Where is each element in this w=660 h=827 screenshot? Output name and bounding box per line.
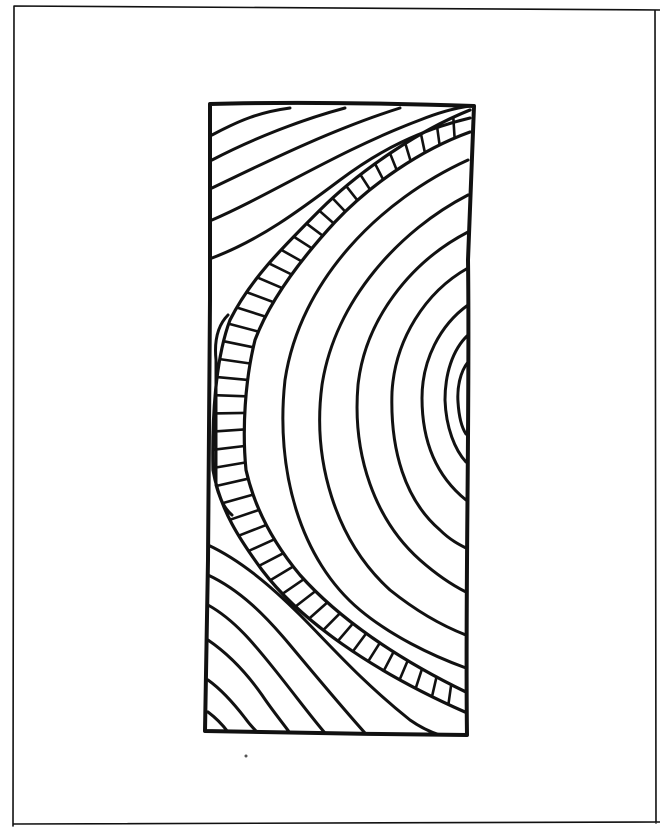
- hatch-mark: [257, 277, 282, 288]
- hatch-mark: [296, 591, 316, 606]
- hatch-mark: [405, 143, 410, 161]
- hatch-mark: [270, 567, 293, 581]
- hatch-mark: [230, 510, 259, 520]
- hatch-mark: [375, 164, 383, 180]
- hatch-mark: [448, 685, 451, 705]
- stray-ink-dot: [245, 755, 248, 758]
- outer-frame: [13, 6, 660, 826]
- hatch-mark: [432, 677, 437, 697]
- hatch-mark: [249, 539, 275, 551]
- hatch-mark: [247, 292, 274, 302]
- hatch-mark: [400, 661, 408, 680]
- hatch-mark: [217, 377, 248, 380]
- hatch-mark: [237, 308, 266, 317]
- hatch-mark: [323, 613, 340, 630]
- hatch-mark: [269, 263, 292, 274]
- hatch-mark: [213, 463, 245, 469]
- hatch-mark: [239, 525, 267, 536]
- hatch-mark: [213, 446, 245, 450]
- hatch-mark: [360, 175, 370, 190]
- hatch-mark: [215, 395, 246, 396]
- concentric-growth-rings: [283, 160, 468, 668]
- hatch-mark: [368, 643, 380, 661]
- hatch-mark: [220, 359, 250, 363]
- hatch-mark: [421, 134, 425, 153]
- hatch-mark: [319, 211, 333, 224]
- hatch-mark: [229, 324, 259, 332]
- hatch-mark: [309, 602, 327, 618]
- hatch-mark: [294, 237, 312, 249]
- hatch-mark: [307, 224, 323, 236]
- hatch-mark: [390, 153, 397, 170]
- hatch-mark: [283, 579, 304, 594]
- hatch-mark: [259, 553, 283, 566]
- hatch-mark: [333, 198, 346, 212]
- hatch-mark: [346, 186, 357, 200]
- sapwood-hatch-marks: [213, 117, 455, 704]
- hatch-mark: [281, 250, 301, 261]
- hatch-mark: [213, 429, 244, 431]
- hatch-mark: [217, 479, 249, 486]
- hatch-mark: [224, 341, 254, 347]
- hatch-mark: [384, 652, 394, 671]
- hatch-mark: [453, 117, 454, 138]
- hatch-mark: [416, 669, 422, 688]
- hatch-mark: [353, 633, 366, 651]
- hatch-mark: [338, 624, 353, 642]
- hatch-mark: [214, 413, 245, 414]
- hatch-mark: [222, 495, 253, 504]
